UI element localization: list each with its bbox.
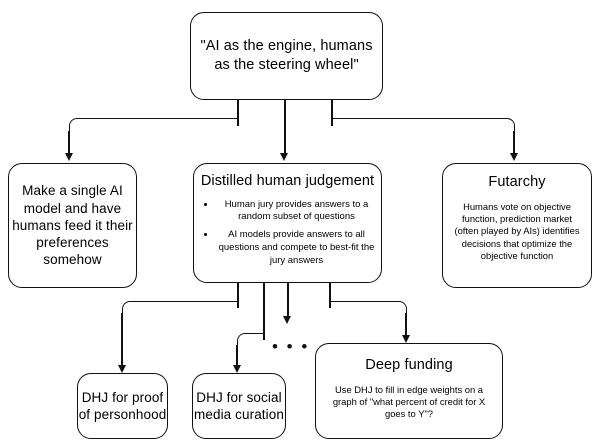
connector-dhj-c-elbow xyxy=(329,301,407,314)
node-root-label: "AI as the engine, humans as the steerin… xyxy=(200,38,373,73)
arrowhead-to-futarchy xyxy=(509,153,518,161)
connector-dhj-more-stem xyxy=(287,283,289,317)
connector-dhj-a-drop xyxy=(121,313,123,367)
node-dhj-proof-of-personhood[interactable]: DHJ for proof of personhood xyxy=(77,373,168,439)
node-dhj-social-media-curation-label: DHJ for social media curation xyxy=(194,389,284,422)
connector-root-left-drop xyxy=(68,131,70,155)
node-dhj-social-media-curation[interactable]: DHJ for social media curation xyxy=(192,373,286,439)
node-deep-funding-title: Deep funding xyxy=(365,357,453,373)
connector-dhj-a-stem xyxy=(237,283,239,308)
node-distilled-human-judgement-bullets: Human jury provides answers to a random … xyxy=(194,198,381,272)
arrowhead-to-distilled-human-judgement xyxy=(280,153,289,161)
node-single-ai-model[interactable]: Make a single AI model and have humans f… xyxy=(8,163,137,288)
arrowhead-to-more-applications xyxy=(283,316,292,324)
connector-root-right-drop xyxy=(513,131,515,155)
connector-dhj-c-stem xyxy=(329,283,331,308)
node-deep-funding[interactable]: Deep funding Use DHJ to fill in edge wei… xyxy=(315,343,503,439)
node-dhj-proof-of-personhood-label: DHJ for proof of personhood xyxy=(78,389,167,422)
arrowhead-to-deep-funding xyxy=(401,335,410,343)
connector-root-right-elbow xyxy=(331,118,515,132)
connector-root-left-stem xyxy=(237,100,239,126)
node-distilled-human-judgement-title: Distilled human judgement xyxy=(200,173,375,189)
connector-dhj-a-elbow xyxy=(122,301,238,314)
node-futarchy[interactable]: Futarchy Humans vote on objective functi… xyxy=(442,163,592,288)
arrowhead-to-dhj-proof-of-personhood xyxy=(117,365,126,373)
connector-root-left-elbow xyxy=(69,118,238,132)
connector-dhj-b-drop xyxy=(236,345,238,367)
list-item: AI models provide answers to all questio… xyxy=(216,228,377,267)
list-item: Human jury provides answers to a random … xyxy=(216,198,377,225)
connector-root-right-stem xyxy=(331,100,333,126)
arrowhead-to-single-ai-model xyxy=(64,153,73,161)
arrowhead-to-dhj-social-media-curation xyxy=(232,365,241,373)
connector-dhj-c-drop xyxy=(405,313,407,337)
connector-root-center xyxy=(284,100,286,153)
node-distilled-human-judgement[interactable]: Distilled human judgement Human jury pro… xyxy=(193,163,382,283)
node-single-ai-model-label: Make a single AI model and have humans f… xyxy=(12,183,133,268)
connector-dhj-b-elbow xyxy=(237,333,264,346)
node-deep-funding-body: Use DHJ to fill in edge weights on a gra… xyxy=(332,383,486,420)
node-futarchy-body: Humans vote on objective function, predi… xyxy=(454,200,580,262)
node-futarchy-title: Futarchy xyxy=(488,174,546,190)
connector-dhj-b-stem xyxy=(263,283,265,340)
more-applications-indicator: • • • xyxy=(272,337,310,356)
node-root[interactable]: "AI as the engine, humans as the steerin… xyxy=(190,12,383,100)
